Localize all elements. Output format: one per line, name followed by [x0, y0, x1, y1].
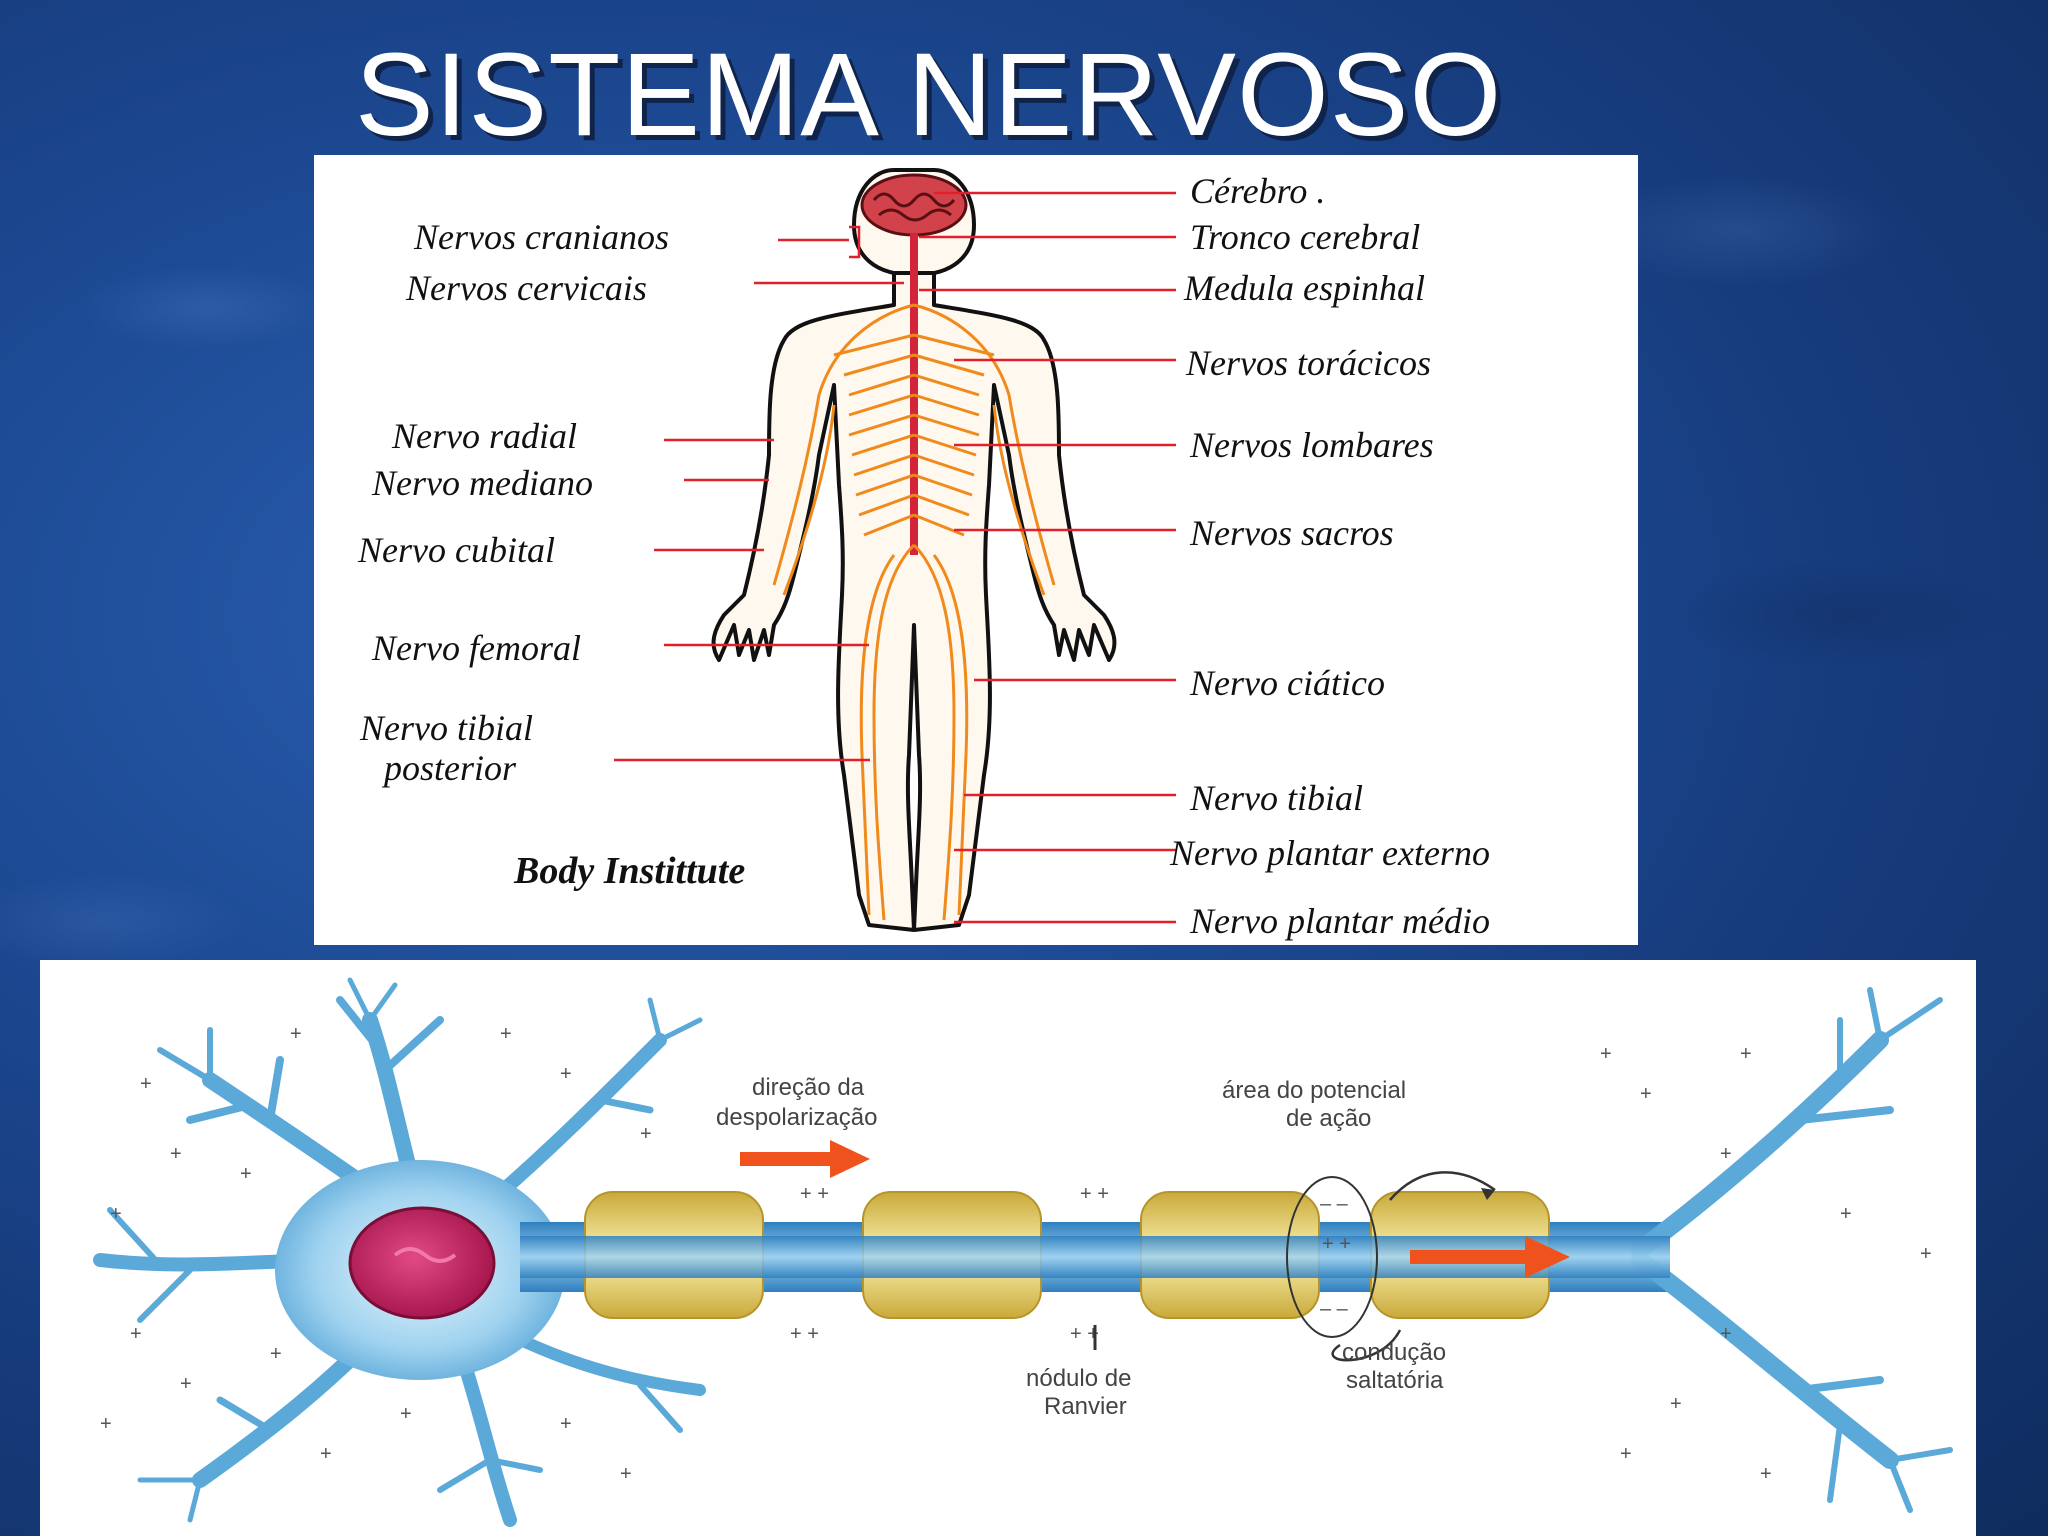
label-nervo-mediano: Nervo mediano	[371, 463, 593, 503]
svg-text:+: +	[140, 1073, 152, 1095]
charge-signs: + ++ + + ++ + +++ +++ +++ +++ +++ +++ ++…	[100, 1023, 1932, 1485]
brand-label: Body Instittute	[513, 850, 745, 892]
svg-text:+: +	[270, 1343, 282, 1365]
label-nervo-tibial-posterior-1: Nervo tibial	[359, 708, 533, 748]
label-area-1: área do potencial	[1222, 1077, 1406, 1104]
label-conducao-2: saltatória	[1346, 1367, 1444, 1394]
label-direcao-2: despolarização	[716, 1104, 877, 1131]
svg-text:+ +: + +	[1080, 1183, 1109, 1205]
svg-text:+: +	[560, 1413, 572, 1435]
minus-signs-bottom: – –	[1320, 1298, 1349, 1320]
peripheral-nerves	[772, 303, 1056, 921]
svg-text:+: +	[1760, 1463, 1772, 1485]
saltatory-arrowhead-top	[1481, 1188, 1495, 1200]
label-nervo-plantar-medio: Nervo plantar médio	[1189, 901, 1490, 941]
nucleus	[348, 1206, 496, 1320]
svg-text:+ +: + +	[800, 1183, 829, 1205]
label-area-2: de ação	[1286, 1105, 1371, 1132]
svg-text:+: +	[130, 1323, 142, 1345]
label-nervo-tibial: Nervo tibial	[1189, 778, 1363, 818]
svg-text:+: +	[180, 1373, 192, 1395]
svg-text:+: +	[620, 1463, 632, 1485]
svg-text:+: +	[1740, 1043, 1752, 1065]
leader-lines	[614, 191, 1176, 924]
label-nervos-toracicos: Nervos torácicos	[1185, 343, 1431, 383]
label-nervo-cubital: Nervo cubital	[357, 530, 555, 570]
svg-text:+: +	[1620, 1443, 1632, 1465]
dendrites-left	[93, 977, 706, 1527]
nucleus-detail	[393, 1247, 457, 1263]
svg-text:+: +	[290, 1023, 302, 1045]
body-nervous-system-diagram: Nervos cranianos Nervos cervicais Nervo …	[357, 168, 1490, 941]
body-nervous-system-panel: Nervos cranianos Nervos cervicais Nervo …	[314, 155, 1638, 945]
saltatory-arc-bottom	[1331, 1329, 1402, 1362]
svg-text:+: +	[400, 1403, 412, 1425]
label-direcao-1: direção da	[752, 1074, 865, 1101]
svg-text:+: +	[1840, 1203, 1852, 1225]
label-nervos-cranianos: Nervos cranianos	[413, 217, 669, 257]
brain-icon	[860, 173, 968, 237]
svg-text:+: +	[110, 1203, 122, 1225]
svg-text:+: +	[1640, 1083, 1652, 1105]
svg-text:+: +	[1670, 1393, 1682, 1415]
conduction-arrow-icon	[1410, 1236, 1570, 1278]
neuron-diagram: – – – – + + + ++ + + ++ + +++ +++ +++ ++…	[93, 977, 1953, 1527]
svg-text:+: +	[1720, 1323, 1732, 1345]
label-nervo-radial: Nervo radial	[391, 416, 577, 456]
svg-text:+: +	[1920, 1243, 1932, 1265]
label-tronco-cerebral: Tronco cerebral	[1190, 217, 1420, 257]
svg-text:+: +	[560, 1063, 572, 1085]
label-nervo-plantar-externo: Nervo plantar externo	[1169, 833, 1490, 873]
label-nervo-ciatico: Nervo ciático	[1189, 663, 1385, 703]
minus-signs-top: – –	[1320, 1193, 1349, 1215]
svg-text:+: +	[1600, 1043, 1612, 1065]
label-nodulo-1: nódulo de	[1026, 1365, 1131, 1392]
svg-text:+: +	[320, 1443, 332, 1465]
svg-text:+: +	[100, 1413, 112, 1435]
label-cerebro: Cérebro .	[1190, 171, 1325, 211]
svg-text:+: +	[1720, 1143, 1732, 1165]
saltatory-arc-top	[1389, 1171, 1496, 1201]
svg-text:+: +	[240, 1163, 252, 1185]
label-conducao-1: condução	[1342, 1339, 1446, 1366]
page-title: SISTEMA NERVOSO	[355, 29, 1503, 161]
depolarization-arrow-icon	[740, 1140, 870, 1178]
svg-text:+ +: + +	[1070, 1323, 1099, 1345]
svg-text:+ +: + +	[790, 1323, 819, 1345]
label-nervos-cervicais: Nervos cervicais	[405, 268, 647, 308]
axon-terminals	[1631, 987, 1953, 1513]
label-nodulo-2: Ranvier	[1044, 1393, 1127, 1420]
neuron-panel: – – – – + + + ++ + + ++ + +++ +++ +++ ++…	[40, 960, 1976, 1536]
label-nervo-tibial-posterior-2: posterior	[381, 748, 517, 788]
action-potential-area	[1286, 1176, 1378, 1338]
label-nervos-lombares: Nervos lombares	[1189, 425, 1434, 465]
label-medula-espinhal: Medula espinhal	[1183, 268, 1425, 308]
label-nervos-sacros: Nervos sacros	[1189, 513, 1394, 553]
svg-text:+: +	[170, 1143, 182, 1165]
label-nervo-femoral: Nervo femoral	[371, 628, 581, 668]
svg-text:+: +	[640, 1123, 652, 1145]
svg-text:+: +	[500, 1023, 512, 1045]
plus-signs-inner: + +	[1322, 1233, 1351, 1255]
